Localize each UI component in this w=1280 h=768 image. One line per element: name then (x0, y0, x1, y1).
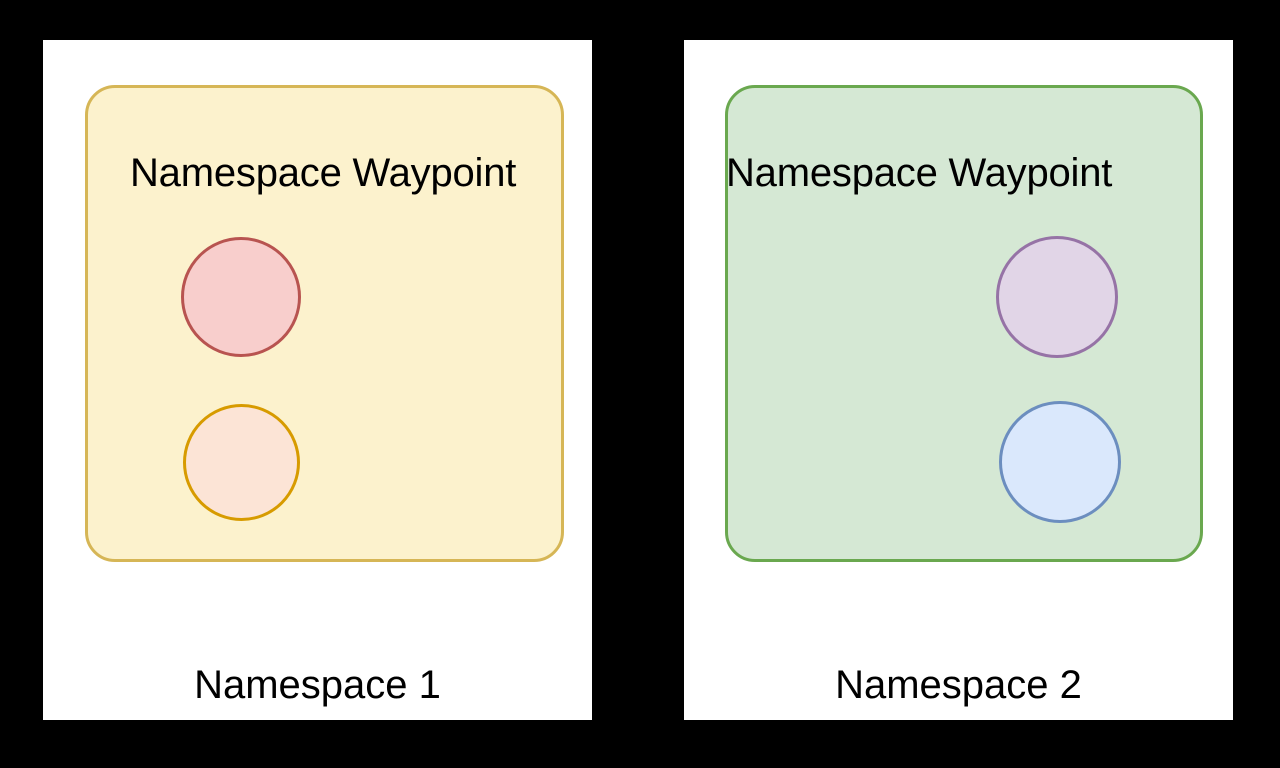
service-circle-orange[interactable] (183, 404, 300, 521)
namespace-panel-2: Namespace Waypoint Namespace 2 (684, 40, 1233, 720)
namespace-waypoint-title-2: Namespace Waypoint (726, 151, 1113, 195)
service-circle-blue[interactable] (999, 401, 1121, 523)
namespace-panel-1: Namespace Waypoint Namespace 1 (43, 40, 592, 720)
namespace-waypoint-box-1[interactable] (85, 85, 564, 562)
service-circle-purple[interactable] (996, 236, 1118, 358)
namespace-label-1: Namespace 1 (194, 663, 441, 707)
service-circle-red[interactable] (181, 237, 301, 357)
namespace-waypoint-title-1: Namespace Waypoint (130, 151, 517, 195)
namespace-label-2: Namespace 2 (835, 663, 1082, 707)
namespace-waypoint-box-2[interactable] (725, 85, 1203, 562)
